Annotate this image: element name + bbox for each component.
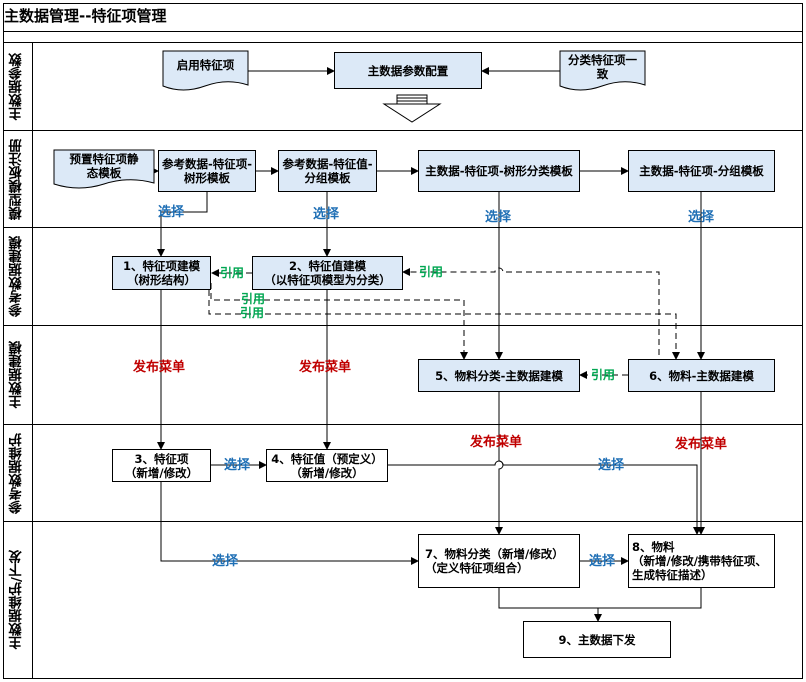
label-select-3: 选择 [485,210,512,225]
label-select-6: 选择 [598,458,625,473]
label-cite-2: 引用 [419,265,444,279]
node-preset-template: 预置特征项静 态模板 [69,152,139,180]
lane-label-md-modeling: 主数据建模 [9,341,25,409]
node-md-tree-template: 主数据-特征项-树形分类模板 [418,150,580,192]
label-select-4: 选择 [688,210,715,225]
lane-label-md-maintenance: 主数据维护/下发 [9,550,25,650]
node-step5: 5、物料分类-主数据建模 [418,359,580,392]
node-ref-group-template: 参考数据-特征值- 分组模板 [278,150,377,192]
label-cite-4: 引用 [240,306,265,320]
lane-grid [3,3,803,679]
edge-step7-to-step9 [498,588,598,609]
node-step8: 8、物料 （新增/修改/携带特征项、 生成特征描述） [628,534,775,588]
node-step7: 7、物料分类（新增/修改） （定义特征项组合） [418,534,580,588]
label-select-1: 选择 [158,205,185,220]
label-publish-3: 发布菜单 [470,435,523,450]
node-ref-tree-template: 参考数据-特征项- 树形模板 [158,150,256,192]
doc-enable-feature [162,50,249,91]
doc-preset-template [53,149,155,189]
edge-step8-to-step9 [598,588,702,609]
label-publish-2: 发布菜单 [299,360,352,375]
node-step6: 6、物料-主数据建模 [628,359,775,392]
node-md-param-config: 主数据参数配置 [334,52,482,89]
label-select-7: 选择 [212,554,239,569]
edge-step4-to-step8 [388,460,701,535]
edge-step6-cites-step2 [402,267,660,375]
doc-category-consistent [559,50,646,91]
label-publish-4: 发布菜单 [675,437,728,452]
label-select-8: 选择 [589,554,616,569]
node-step1: 1、特征项建模 （树形结构） [112,256,211,290]
edge-reftree-to-step1 [157,192,208,257]
node-step9: 9、主数据下发 [523,621,671,658]
lane-label-md-param: 主数据参数 [9,52,25,121]
edge-step3-to-step7 [160,482,419,565]
label-publish-1: 发布菜单 [133,360,186,375]
node-category-consistent: 分类特征项一 致 [568,53,637,81]
node-step4: 4、特征值（预定义） （新增/修改） [266,449,388,482]
edge-step6-cites-step1 [208,290,680,360]
lane-label-ref-maintenance: 参考数据维护 [9,432,25,514]
edge-step5-cites-step1 [210,283,468,360]
label-select-5: 选择 [224,458,251,473]
diagram-title: 主数据管理--特征项管理 [4,7,167,25]
big-down-arrow [382,94,442,123]
label-cite-1: 引用 [220,266,245,280]
lane-label-template-register: 模型模板注册 [9,138,25,220]
node-step2: 2、特征值建模 （以特征项模型为分类） [252,256,403,290]
lane-label-ref-modeling: 参考数据建模 [9,236,25,317]
label-cite-5: 引用 [591,368,616,382]
label-cite-3: 引用 [241,292,266,306]
node-step3: 3、特征项 （新增/修改） [112,449,211,482]
label-select-2: 选择 [313,207,340,222]
node-enable-feature: 启用特征项 [176,58,235,72]
node-md-group-template: 主数据-特征项-分组模板 [628,150,775,192]
